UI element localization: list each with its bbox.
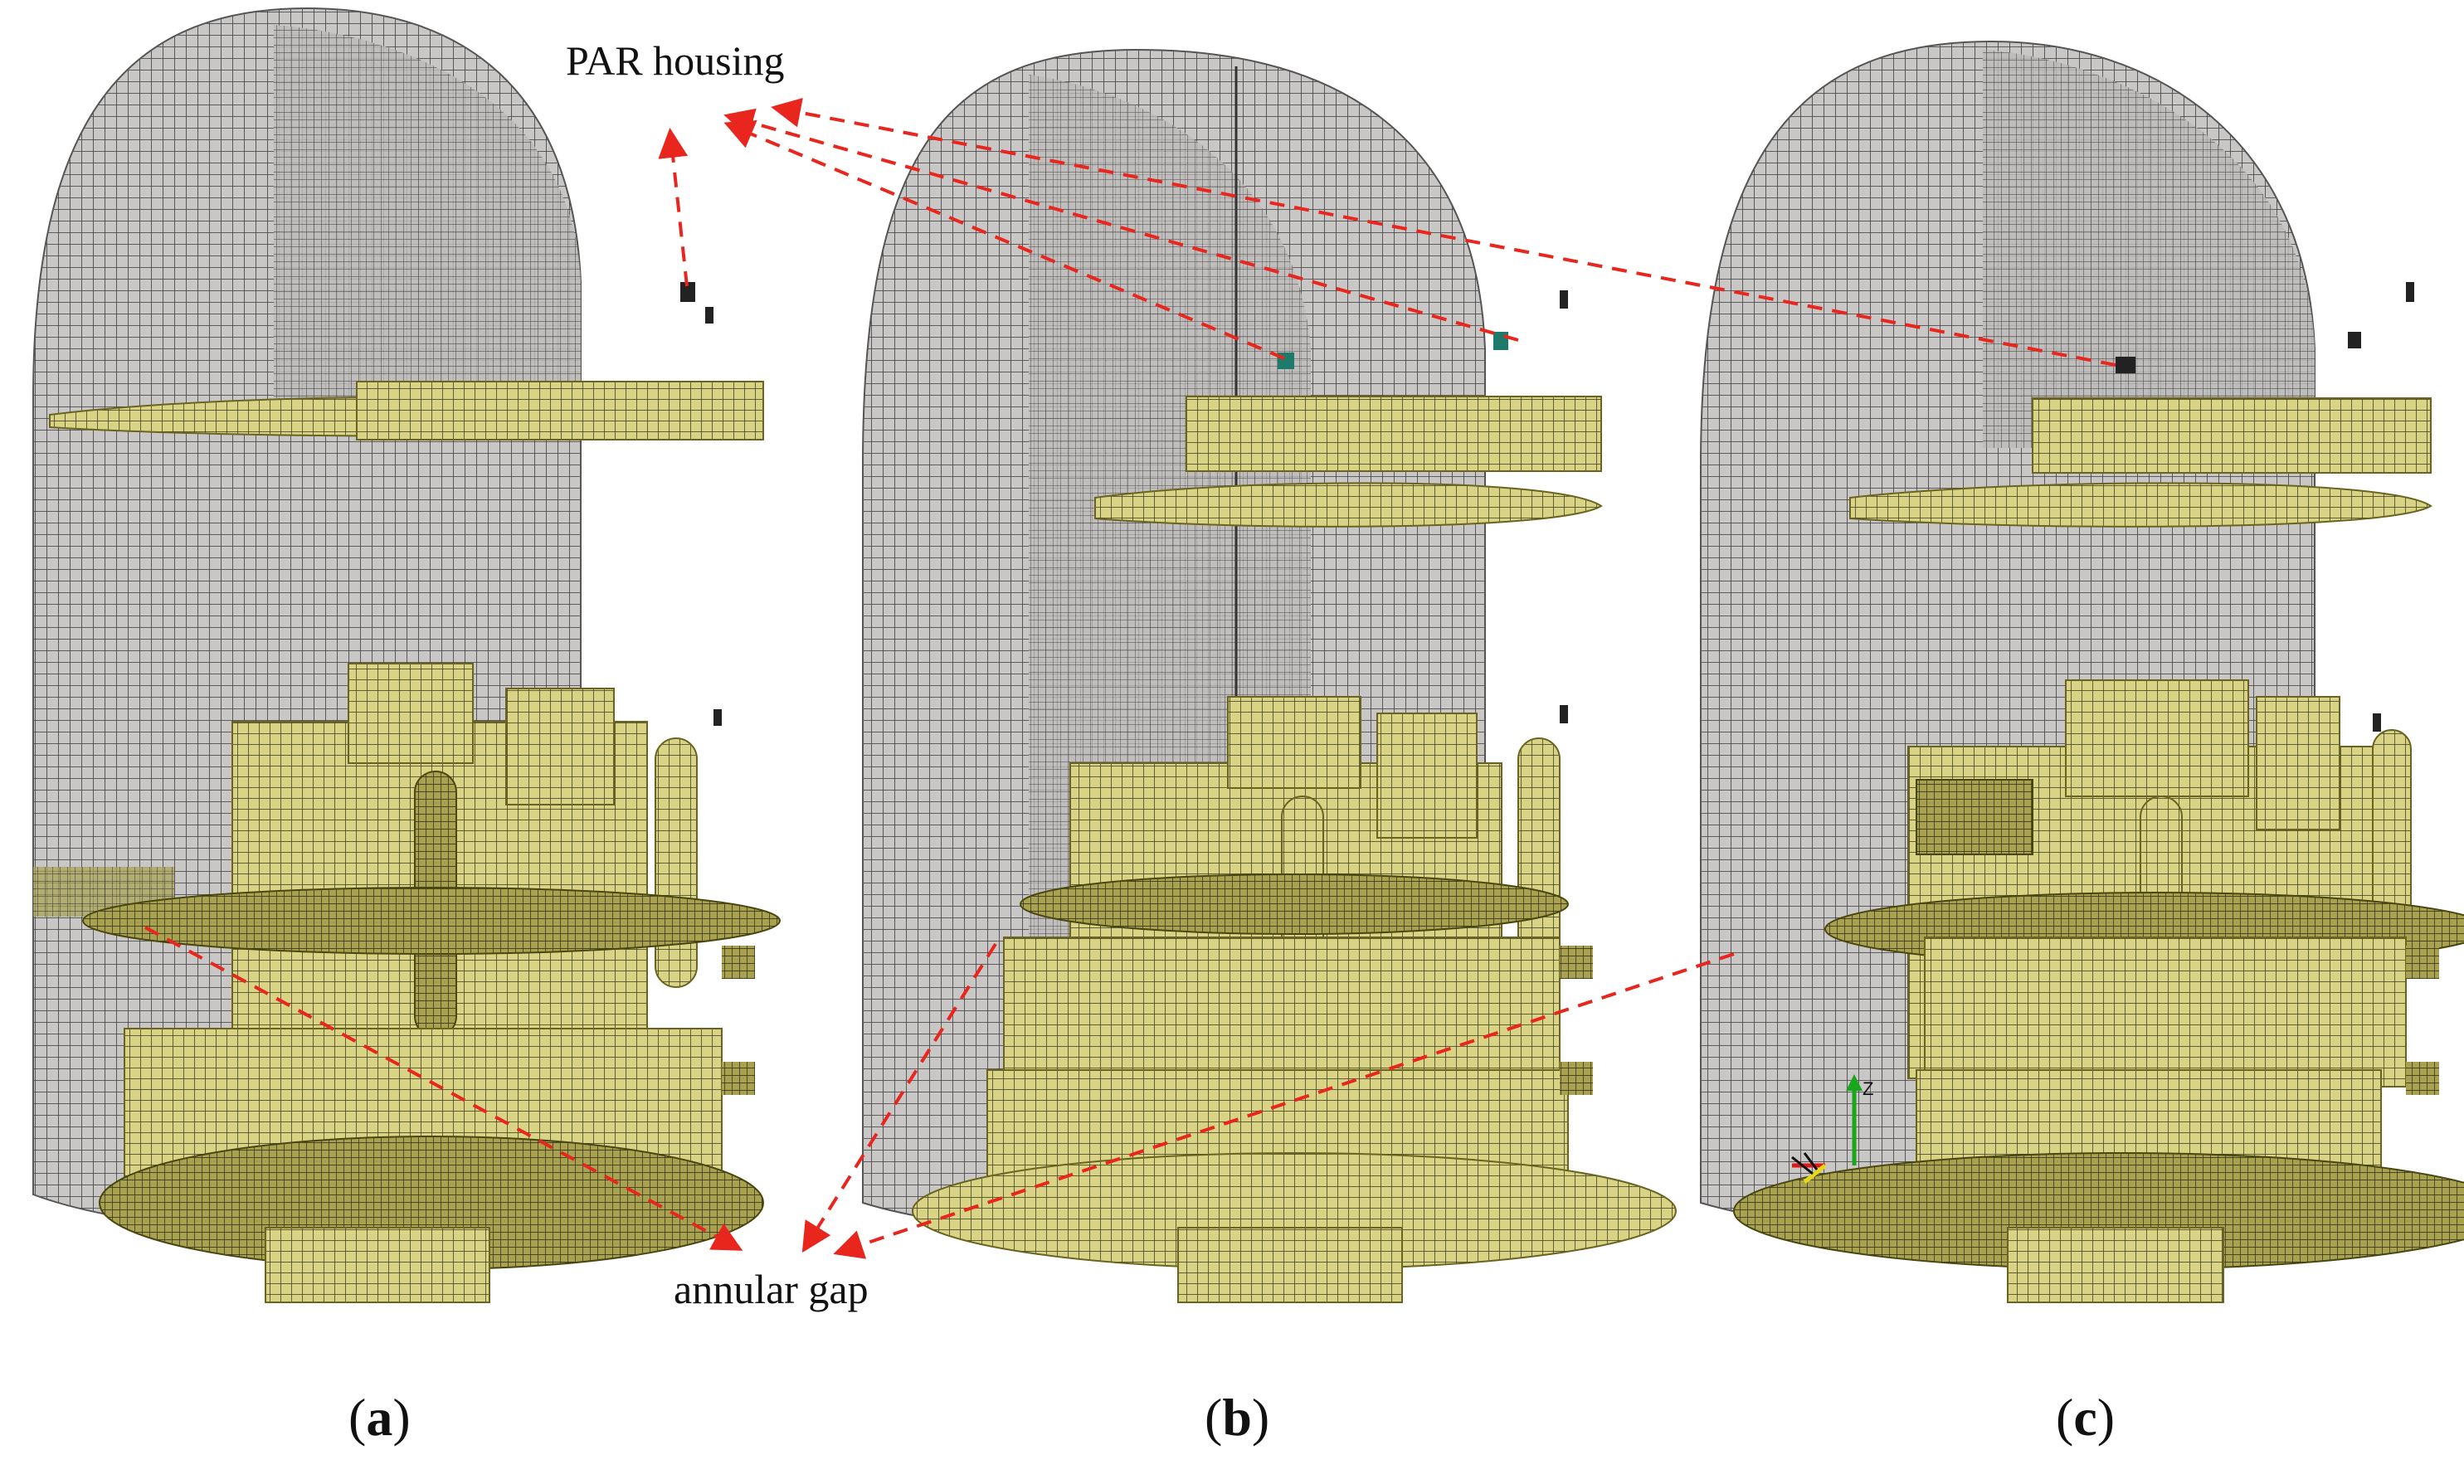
panel-a-dome-face	[274, 25, 581, 398]
arrow-gap-b	[801, 942, 997, 1253]
panel-label-b: (b)	[1205, 1388, 1270, 1447]
panel-c-model: Z	[1700, 40, 2464, 1303]
panel-b-upper-box	[1186, 396, 1602, 472]
panel-c-internals	[1733, 679, 2464, 1303]
arrow-gap-c	[833, 952, 1735, 1259]
panel-label-c: (c)	[2056, 1388, 2116, 1447]
panel-c-upper-box	[2032, 397, 2432, 474]
par-housing-label: PAR housing	[566, 37, 785, 84]
arrow-par-a	[658, 128, 689, 287]
axis-y	[1803, 1164, 1827, 1184]
arrow-par-b2	[723, 108, 1519, 342]
panel-c-dome-face	[1983, 50, 2315, 448]
axis-z-label: Z	[1863, 1078, 1873, 1099]
panel-b-internals	[912, 696, 1677, 1303]
axis-triad: Z	[1791, 1074, 1873, 1184]
arrow-par-b1	[723, 120, 1285, 360]
arrow-par-c	[771, 97, 2116, 367]
annular-gap-label: annular gap	[674, 1266, 869, 1312]
panel-a-model	[32, 7, 781, 1303]
panel-b-model	[862, 48, 1677, 1303]
arrow-gap-a	[144, 926, 743, 1251]
panel-b-upper-ring	[1094, 482, 1603, 528]
panel-a-upper-box	[356, 381, 764, 440]
panel-a-internals	[82, 663, 781, 1303]
panel-c-upper-ring	[1849, 482, 2432, 528]
panel-label-a: (a)	[348, 1388, 411, 1447]
leader-arrows	[144, 97, 2116, 1259]
